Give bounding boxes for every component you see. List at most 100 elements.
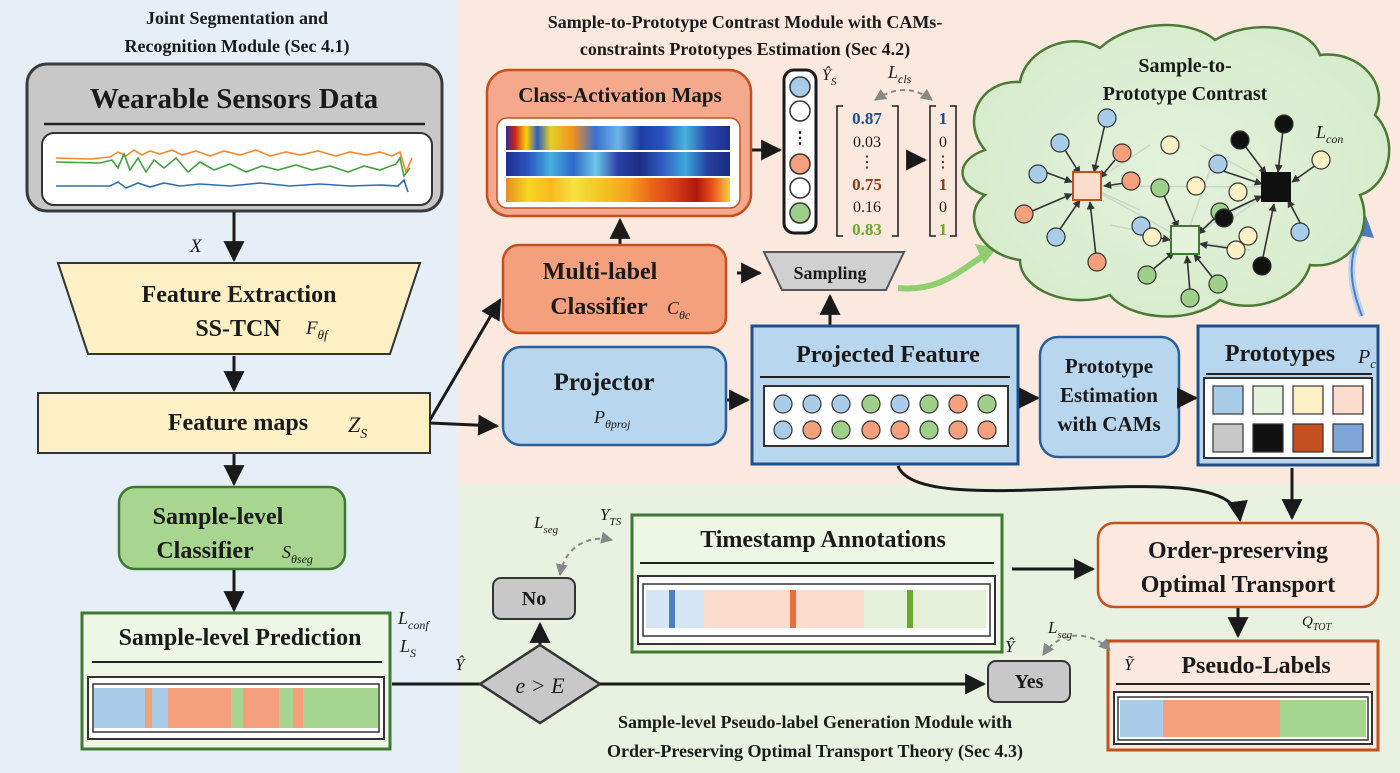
yes-label: Yes [1015, 671, 1044, 693]
score-vector: 0.87 0.03 ⋮ 0.75 0.16 0.83 [836, 105, 899, 239]
l-seg-connector-2 [1042, 634, 1111, 656]
proto-est-line-3: with CAMs [1057, 412, 1160, 436]
pseudo-labels-title: Pseudo-Labels [1181, 653, 1330, 679]
proto-est-line-2: Estimation [1060, 383, 1158, 407]
score-value: ⋮ [859, 154, 875, 171]
cam-title: Class-Activation Maps [518, 83, 722, 107]
y-tilde-symbol: Ỹ [1124, 655, 1135, 674]
sample-prediction-title: Sample-level Prediction [119, 625, 362, 651]
opot-title-1: Order-preserving [1148, 538, 1328, 564]
feature-maps-block: Feature maps ZS [37, 392, 431, 454]
y-hat-symbol-2: Ŷ [1005, 637, 1016, 656]
joint-module-title-2: Recognition Module (Sec 4.1) [125, 36, 350, 57]
score-value: 0.83 [852, 220, 882, 239]
sample-prediction-block: Sample-level Prediction [80, 611, 392, 751]
projector-block: Projector Pθproj [501, 345, 728, 447]
y-ts-symbol: YTS [600, 505, 622, 528]
score-value: 0.87 [852, 109, 882, 128]
y-hat-s-symbol: ŶS [822, 65, 837, 88]
prototype-center-orange [1072, 171, 1102, 201]
l-seg-symbol-1: Lseg [533, 513, 559, 536]
class-score-column: ⋮ [782, 68, 818, 235]
sampling-to-contrast-arrow [897, 252, 987, 292]
multilabel-title-2: Classifier [550, 294, 648, 320]
opot-block: Order-preserving Optimal Transport [1096, 521, 1380, 609]
l-cls-connector [874, 88, 933, 101]
projector-title: Projector [554, 369, 655, 396]
l-cls-symbol: Lcls [887, 62, 912, 86]
label-value: 0 [939, 199, 947, 216]
cam-heatmap-row [506, 178, 730, 202]
sample-classifier-title-2: Classifier [156, 538, 254, 564]
arrow-maps-to-projector [429, 414, 500, 436]
pseudo-module-title-2: Order-Preserving Optimal Transport Theor… [607, 741, 1023, 762]
f-theta-symbol: Fθf [305, 318, 330, 342]
label-value: 0 [939, 134, 947, 151]
s-theta-symbol: Sθseg [282, 542, 313, 566]
ss-tcn-label: SS-TCN [195, 316, 281, 342]
contrast-module-title-2: constraints Prototypes Estimation (Sec 4… [580, 39, 910, 60]
feature-dots [773, 394, 997, 440]
contrast-title-2: Prototype Contrast [1103, 83, 1268, 105]
y-hat-symbol-1: Ŷ [455, 655, 466, 674]
cam-heatmap-row [506, 126, 730, 150]
contrast-title-1: Sample-to- [1138, 55, 1231, 77]
sampling-title: Sampling [793, 263, 866, 283]
projected-feature-title: Projected Feature [796, 342, 980, 368]
decision-condition: e > E [515, 673, 565, 698]
prototype-squares [1212, 385, 1364, 453]
label-value: 1 [939, 109, 948, 128]
prototypes-title: Prototypes [1225, 341, 1335, 367]
prototype-center-green [1170, 225, 1200, 255]
contrast-cloud: Sample-to- Prototype Contrast Lcon [961, 23, 1391, 318]
arrow-maps-to-multilabel [428, 298, 502, 421]
l-s-symbol: LS [399, 636, 416, 660]
contrast-module-title-1: Sample-to-Prototype Contrast Module with… [548, 12, 943, 32]
c-theta-symbol: Cθc [667, 298, 691, 322]
label-value: 1 [939, 220, 948, 239]
label-value: ⋮ [935, 154, 951, 171]
l-seg-symbol-2: Lseg [1047, 618, 1073, 641]
x-symbol: X [189, 236, 203, 257]
score-value: 0.75 [852, 175, 882, 194]
yes-node: Yes [987, 660, 1071, 703]
sample-classifier-block: Sample-level Classifier Sθseg [117, 485, 347, 571]
prototypes-block: Prototypes Pc [1196, 324, 1380, 467]
wearable-sensors-block: Wearable Sensors Data [25, 62, 444, 213]
l-con-symbol: Lcon [1315, 122, 1343, 146]
label-vector: 1 0 ⋮ 1 0 1 [929, 105, 957, 239]
cam-heatmap-row [506, 152, 730, 176]
svg-text:⋮: ⋮ [792, 130, 808, 147]
multilabel-classifier-block: Multi-label Classifier Cθc [501, 243, 728, 335]
z-s-symbol: ZS [348, 412, 367, 442]
l-seg-connector-1 [555, 531, 614, 577]
no-label: No [522, 588, 546, 610]
sample-classifier-title-1: Sample-level [153, 504, 284, 530]
timestamp-bar [646, 590, 986, 628]
joint-module-title-1: Joint Segmentation and [146, 8, 328, 28]
pseudo-label-bar [1120, 700, 1366, 737]
score-value: 0.16 [853, 199, 881, 216]
prediction-bar [94, 688, 378, 728]
feature-maps-title: Feature maps [168, 410, 308, 436]
p-c-symbol: Pc [1357, 346, 1376, 371]
p-theta-symbol: Pθproj [593, 407, 631, 431]
q-tot-symbol: QTOT [1302, 614, 1332, 633]
sensors-title: Wearable Sensors Data [90, 83, 379, 115]
pseudo-labels-block: Pseudo-Labels Ỹ [1106, 639, 1380, 752]
timestamp-annotations-block: Timestamp Annotations [630, 513, 1004, 654]
label-value: 1 [939, 175, 948, 194]
sampling-block: Sampling [762, 251, 906, 291]
projected-feature-block: Projected Feature [750, 324, 1020, 466]
multilabel-title-1: Multi-label [543, 259, 658, 285]
feature-extraction-block: Feature Extraction SS-TCN Fθf [56, 262, 422, 355]
cam-block: Class-Activation Maps [485, 68, 753, 218]
pseudo-module-title-1: Sample-level Pseudo-label Generation Mod… [618, 712, 1012, 732]
arrow-feature-to-opot [896, 465, 1248, 523]
proto-est-line-1: Prototype [1065, 354, 1153, 378]
timestamp-title: Timestamp Annotations [700, 527, 946, 553]
prototype-center-black [1261, 172, 1291, 202]
no-node: No [492, 577, 576, 620]
